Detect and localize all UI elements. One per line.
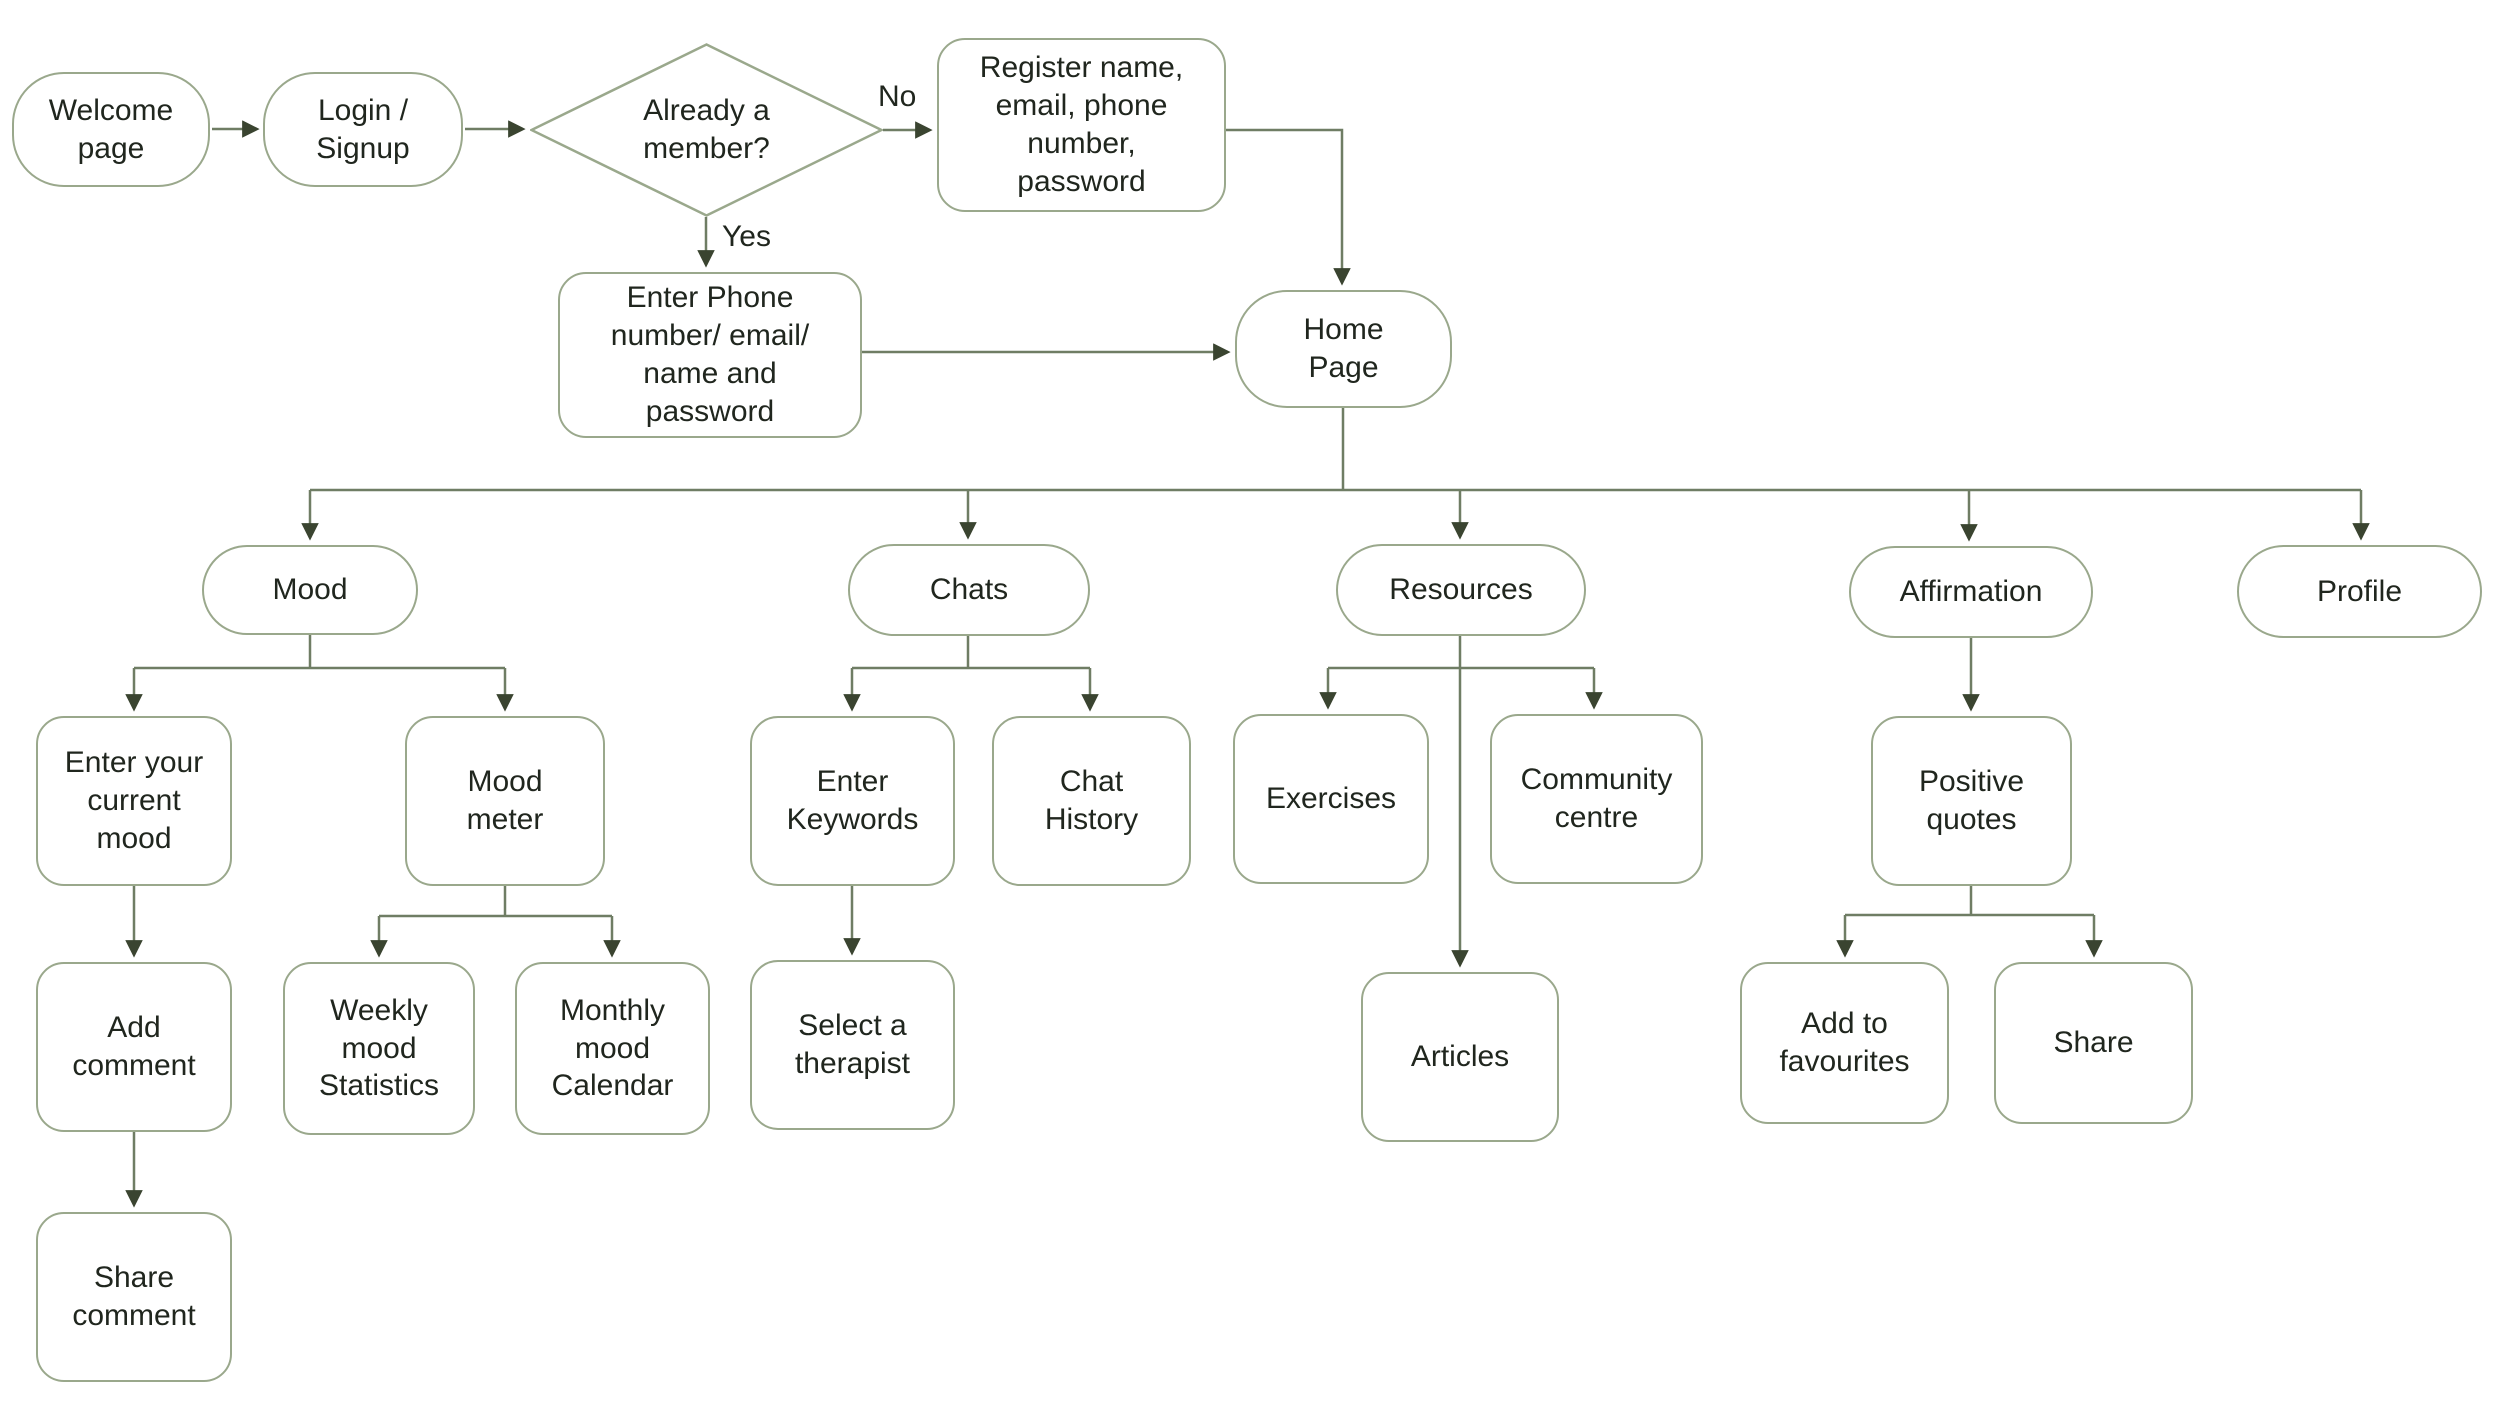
node-community-centre-label: Community centre bbox=[1520, 763, 1673, 834]
node-chat-history-label: Chat History bbox=[1044, 765, 1139, 836]
node-weekly-mood-statistics-label: Weekly mood Statistics bbox=[318, 993, 440, 1103]
node-home-page-label: Home Page bbox=[1303, 313, 1384, 384]
node-exercises: Exercises bbox=[1233, 714, 1429, 884]
node-add-to-favourites-label: Add to favourites bbox=[1779, 1007, 1910, 1078]
node-add-comment-label: Add comment bbox=[72, 1011, 196, 1082]
edge-register-to-home bbox=[1226, 128, 1351, 286]
node-profile: Profile bbox=[2237, 545, 2482, 638]
node-positive-quotes: Positive quotes bbox=[1871, 716, 2072, 886]
node-mood-label: Mood bbox=[272, 573, 348, 607]
node-already-a-member-label: Already a member? bbox=[643, 94, 770, 165]
node-articles-label: Articles bbox=[1410, 1040, 1510, 1074]
node-resources-label: Resources bbox=[1389, 573, 1533, 607]
node-select-a-therapist-label: Select a therapist bbox=[794, 1009, 911, 1080]
node-select-a-therapist: Select a therapist bbox=[750, 960, 955, 1130]
node-chat-history: Chat History bbox=[992, 716, 1191, 886]
node-monthly-mood-calendar: Monthly mood Calendar bbox=[515, 962, 710, 1135]
node-mood-meter-label: Mood meter bbox=[466, 765, 544, 836]
node-articles: Articles bbox=[1361, 972, 1559, 1142]
node-chats-label: Chats bbox=[929, 573, 1009, 607]
node-register-details: Register name, email, phone number, pass… bbox=[937, 38, 1226, 212]
node-login-signup: Login / Signup bbox=[263, 72, 463, 187]
node-profile-label: Profile bbox=[2316, 574, 2403, 608]
edge-label-no-label: No bbox=[878, 80, 917, 113]
node-chats: Chats bbox=[848, 544, 1090, 636]
node-register-details-label: Register name, email, phone number, pass… bbox=[979, 51, 1184, 198]
diamond-outline bbox=[530, 43, 883, 217]
node-positive-quotes-label: Positive quotes bbox=[1918, 765, 2025, 836]
node-mood: Mood bbox=[202, 545, 418, 635]
node-affirmation-label: Affirmation bbox=[1899, 575, 2043, 609]
node-share: Share bbox=[1994, 962, 2193, 1124]
node-welcome-page: Welcome page bbox=[12, 72, 210, 187]
node-monthly-mood-calendar-label: Monthly mood Calendar bbox=[551, 993, 674, 1103]
node-weekly-mood-statistics: Weekly mood Statistics bbox=[283, 962, 475, 1135]
node-add-comment: Add comment bbox=[36, 962, 232, 1132]
node-share-comment: Share comment bbox=[36, 1212, 232, 1382]
node-welcome-page-label: Welcome page bbox=[48, 93, 174, 165]
edge-label-yes-label: Yes bbox=[722, 220, 771, 253]
node-already-a-member: Already a member? bbox=[530, 43, 883, 217]
node-enter-keywords-label: Enter Keywords bbox=[786, 765, 919, 836]
node-enter-keywords: Enter Keywords bbox=[750, 716, 955, 886]
node-community-centre: Community centre bbox=[1490, 714, 1703, 884]
node-share-label: Share bbox=[2053, 1026, 2134, 1060]
node-share-comment-label: Share comment bbox=[72, 1261, 196, 1332]
node-login-signup-label: Login / Signup bbox=[316, 93, 410, 165]
diamond-shape-icon bbox=[530, 43, 883, 217]
node-affirmation: Affirmation bbox=[1849, 546, 2093, 638]
node-add-to-favourites: Add to favourites bbox=[1740, 962, 1949, 1124]
node-home-page: Home Page bbox=[1235, 290, 1452, 408]
node-enter-login-details: Enter Phone number/ email/ name and pass… bbox=[558, 272, 862, 438]
node-enter-current-mood-label: Enter your current mood bbox=[64, 746, 204, 855]
node-enter-login-details-label: Enter Phone number/ email/ name and pass… bbox=[610, 281, 810, 428]
node-resources: Resources bbox=[1336, 544, 1586, 636]
node-mood-meter: Mood meter bbox=[405, 716, 605, 886]
node-exercises-label: Exercises bbox=[1265, 782, 1397, 816]
node-enter-current-mood: Enter your current mood bbox=[36, 716, 232, 886]
